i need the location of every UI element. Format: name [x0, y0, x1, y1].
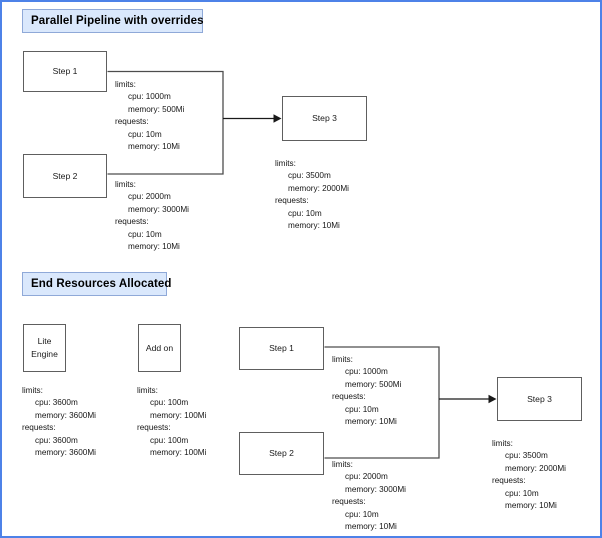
requests-label: requests:: [115, 217, 149, 227]
requests-memory: memory: 10Mi: [128, 242, 180, 252]
node-top-step1[interactable]: Step 1: [23, 51, 107, 92]
resources-add-on: limits: cpu: 100m memory: 100Mi requests…: [137, 385, 206, 460]
limits-label: limits:: [275, 159, 296, 168]
node-lite-engine[interactable]: Lite Engine: [23, 324, 66, 372]
node-top-step2[interactable]: Step 2: [23, 154, 107, 198]
node-bottom-step3[interactable]: Step 3: [497, 377, 582, 421]
lite-engine-line-2: Engine: [31, 349, 58, 359]
requests-label: requests:: [492, 476, 526, 486]
limits-label: limits:: [332, 460, 353, 469]
limits-memory: memory: 500Mi: [345, 379, 402, 389]
limits-label: limits:: [115, 80, 136, 89]
resources-lite-engine: limits: cpu: 3600m memory: 3600Mi reques…: [22, 385, 96, 460]
limits-cpu: cpu: 2000m: [345, 472, 388, 482]
resources-top-step2: limits: cpu: 2000m memory: 3000Mi reques…: [115, 179, 189, 254]
requests-cpu: cpu: 100m: [150, 435, 189, 445]
bottom-bracket-path: [324, 346, 440, 459]
requests-memory: memory: 10Mi: [505, 501, 557, 511]
limits-cpu: cpu: 1000m: [345, 367, 388, 377]
section-title-end-resources: End Resources Allocated: [22, 272, 171, 296]
limits-memory: memory: 3600Mi: [35, 410, 96, 420]
resources-top-step1: limits: cpu: 1000m memory: 500Mi request…: [115, 79, 184, 154]
bottom-arrow-head: [488, 394, 497, 404]
limits-memory: memory: 3000Mi: [345, 484, 406, 494]
limits-memory: memory: 3000Mi: [128, 204, 189, 214]
requests-label: requests:: [275, 196, 309, 206]
top-arrow-head: [273, 114, 282, 123]
requests-cpu: cpu: 10m: [288, 208, 322, 218]
limits-label: limits:: [492, 439, 513, 448]
limits-cpu: cpu: 2000m: [128, 192, 171, 202]
node-top-step3[interactable]: Step 3: [282, 96, 367, 141]
requests-memory: memory: 10Mi: [345, 522, 397, 532]
node-bottom-step1[interactable]: Step 1: [239, 327, 324, 370]
limits-cpu: cpu: 3600m: [35, 398, 78, 408]
resources-bottom-step2: limits: cpu: 2000m memory: 3000Mi reques…: [332, 459, 406, 534]
resources-bottom-step3: limits: cpu: 3500m memory: 2000Mi reques…: [492, 438, 566, 513]
limits-label: limits:: [332, 355, 353, 364]
requests-cpu: cpu: 10m: [345, 509, 379, 519]
resources-top-step3: limits: cpu: 3500m memory: 2000Mi reques…: [275, 158, 349, 233]
requests-label: requests:: [115, 117, 149, 127]
requests-label: requests:: [332, 497, 366, 507]
requests-cpu: cpu: 10m: [505, 488, 539, 498]
requests-memory: memory: 3600Mi: [35, 448, 96, 458]
limits-label: limits:: [115, 180, 136, 189]
limits-cpu: cpu: 1000m: [128, 92, 171, 102]
requests-memory: memory: 100Mi: [150, 448, 207, 458]
node-add-on[interactable]: Add on: [138, 324, 181, 372]
limits-memory: memory: 500Mi: [128, 104, 185, 114]
node-bottom-step2[interactable]: Step 2: [239, 432, 324, 475]
top-bracket-path: [107, 70, 224, 175]
requests-cpu: cpu: 10m: [345, 404, 379, 414]
requests-cpu: cpu: 10m: [128, 229, 162, 239]
limits-cpu: cpu: 3500m: [288, 171, 331, 181]
requests-cpu: cpu: 10m: [128, 129, 162, 139]
limits-label: limits:: [137, 386, 158, 395]
limits-label: limits:: [22, 386, 43, 395]
requests-memory: memory: 10Mi: [288, 221, 340, 231]
resources-bottom-step1: limits: cpu: 1000m memory: 500Mi request…: [332, 354, 401, 429]
requests-label: requests:: [137, 423, 171, 433]
limits-memory: memory: 2000Mi: [505, 463, 566, 473]
requests-label: requests:: [22, 423, 56, 433]
requests-memory: memory: 10Mi: [345, 417, 397, 427]
limits-memory: memory: 100Mi: [150, 410, 207, 420]
requests-cpu: cpu: 3600m: [35, 435, 78, 445]
requests-label: requests:: [332, 392, 366, 402]
limits-cpu: cpu: 3500m: [505, 451, 548, 461]
lite-engine-line-1: Lite: [37, 336, 52, 347]
limits-memory: memory: 2000Mi: [288, 183, 349, 193]
requests-memory: memory: 10Mi: [128, 142, 180, 152]
section-title-parallel-pipeline: Parallel Pipeline with overrides: [22, 9, 203, 33]
limits-cpu: cpu: 100m: [150, 398, 189, 408]
